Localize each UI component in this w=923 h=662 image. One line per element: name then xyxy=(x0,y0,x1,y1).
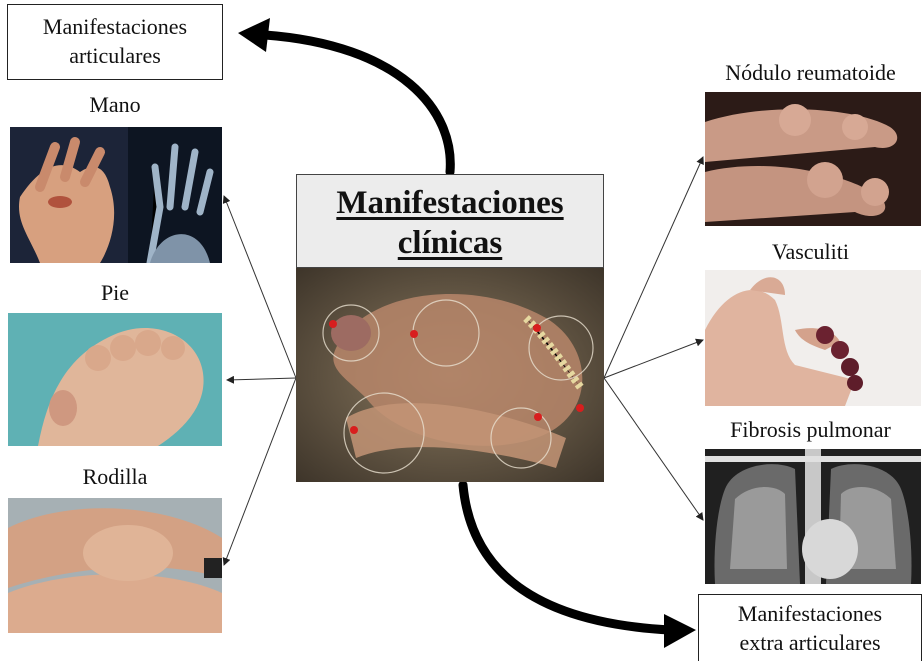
label-vasculiti: Vasculiti xyxy=(700,239,921,265)
hand-illustration xyxy=(10,127,222,263)
label-rodilla: Rodilla xyxy=(60,464,170,490)
vasculitis-illustration xyxy=(705,270,921,406)
curved-arrow-bottom xyxy=(463,485,670,630)
arrow-to-pie xyxy=(227,378,296,380)
center-body-image xyxy=(296,268,604,482)
center-title-line-2: clínicas xyxy=(297,223,603,263)
label-pie: Pie xyxy=(60,280,170,306)
manifestaciones-extra-articulares-box: Manifestaciones extra articulares xyxy=(698,594,922,661)
center-title-line-1: Manifestaciones xyxy=(297,183,603,223)
hand-image xyxy=(10,127,222,263)
box-line-1: Manifestaciones xyxy=(699,595,921,628)
chest-xray-image xyxy=(705,449,921,584)
arrow-to-nodulo xyxy=(604,157,703,378)
knee-illustration xyxy=(8,498,222,633)
body-illustration xyxy=(296,268,604,482)
arrow-to-mano xyxy=(224,196,296,378)
box-line-2: extra articulares xyxy=(699,628,921,657)
label-mano: Mano xyxy=(60,92,170,118)
nodule-image xyxy=(705,92,921,226)
curved-arrow-top xyxy=(265,35,450,172)
label-fibrosis-pulmonar: Fibrosis pulmonar xyxy=(700,417,921,443)
chest-xray-illustration xyxy=(705,449,921,584)
box-line-1: Manifestaciones xyxy=(8,5,222,41)
arrow-to-rodilla xyxy=(224,378,296,565)
center-title: Manifestaciones clínicas xyxy=(296,174,604,268)
knee-image xyxy=(8,498,222,633)
label-nodulo-reumatoide: Nódulo reumatoide xyxy=(700,60,921,86)
vasculitis-image xyxy=(705,270,921,406)
arrow-to-fibrosis xyxy=(604,378,703,520)
manifestaciones-articulares-box: Manifestaciones articulares xyxy=(7,4,223,80)
nodule-illustration xyxy=(705,92,921,226)
box-line-2: articulares xyxy=(8,41,222,70)
foot-illustration xyxy=(8,313,222,446)
foot-image xyxy=(8,313,222,446)
